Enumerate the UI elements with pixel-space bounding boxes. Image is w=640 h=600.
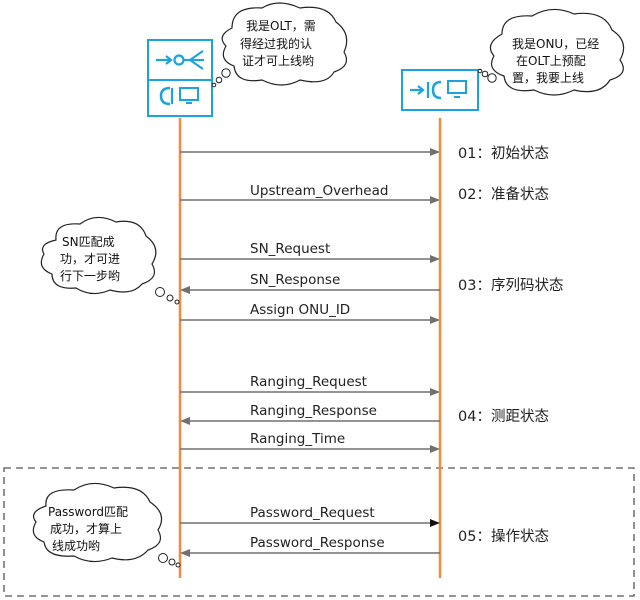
password-bubble-line-2: 成功，才算上 <box>50 521 122 536</box>
password-bubble-line-1: Password匹配 <box>48 505 128 519</box>
message-assign-onu-id-label: Assign ONU_ID <box>250 302 350 318</box>
message-sn-response: SN_Response <box>180 272 440 294</box>
onu-device-icon <box>401 69 479 111</box>
state-label-ranging: 04：测距状态 <box>458 408 549 425</box>
message-ranging-response: Ranging_Response <box>180 403 440 425</box>
operation-phase-box <box>3 467 635 597</box>
message-sn-response-label: SN_Response <box>250 272 340 288</box>
message-password-request: Password_Request <box>180 505 440 527</box>
olt-thought-cloud: 我是OLT，需 得经过我的认 证才可上线哟 <box>211 2 348 88</box>
message-1 <box>180 148 440 156</box>
message-ranging-time: Ranging_Time <box>180 431 440 453</box>
olt-thought-line-1: 我是OLT，需 <box>246 19 316 33</box>
sn-bubble-line-3: 行下一步哟 <box>60 269 120 283</box>
state-label-serial-number: 03：序列码状态 <box>458 277 563 294</box>
message-ranging-request: Ranging_Request <box>180 374 440 396</box>
message-password-response-label: Password_Response <box>250 535 385 551</box>
message-ranging-response-label: Ranging_Response <box>250 403 377 419</box>
onu-thought-line-3: 置，我要上线 <box>512 71 584 85</box>
onu-thought-line-1: 我是ONU，已经 <box>512 37 599 51</box>
message-ranging-time-label: Ranging_Time <box>250 431 345 447</box>
message-assign-onu-id: Assign ONU_ID <box>180 302 440 324</box>
sn-bubble-line-2: 功，才可进 <box>60 252 120 266</box>
message-sn-request: SN_Request <box>180 241 440 263</box>
password-bubble-line-3: 线成功哟 <box>52 539 100 553</box>
state-label-initial: 01：初始状态 <box>458 145 549 162</box>
sn-thought-bubble: SN匹配成 功，才可进 行下一步哟 <box>40 216 180 305</box>
message-upstream-overhead: Upstream_Overhead <box>180 183 440 204</box>
sn-bubble-line-1: SN匹配成 <box>62 235 115 249</box>
olt-device-icon <box>147 39 213 117</box>
olt-thought-line-2: 得经过我的认 <box>240 36 312 51</box>
message-password-response: Password_Response <box>180 535 440 557</box>
state-label-standby: 02：准备状态 <box>458 186 549 203</box>
password-thought-bubble: Password匹配 成功，才算上 线成功哟 <box>32 482 181 568</box>
onu-thought-cloud: 我是ONU，已经 在OLT上预配 置，我要上线 <box>477 8 625 96</box>
message-upstream-overhead-label: Upstream_Overhead <box>250 183 388 199</box>
olt-thought-line-3: 证才可上线哟 <box>242 54 314 68</box>
message-password-request-label: Password_Request <box>250 505 375 521</box>
message-ranging-request-label: Ranging_Request <box>250 374 367 390</box>
onu-thought-line-2: 在OLT上预配 <box>516 54 586 68</box>
message-sn-request-label: SN_Request <box>250 241 330 257</box>
state-label-operation: 05：操作状态 <box>458 528 549 545</box>
